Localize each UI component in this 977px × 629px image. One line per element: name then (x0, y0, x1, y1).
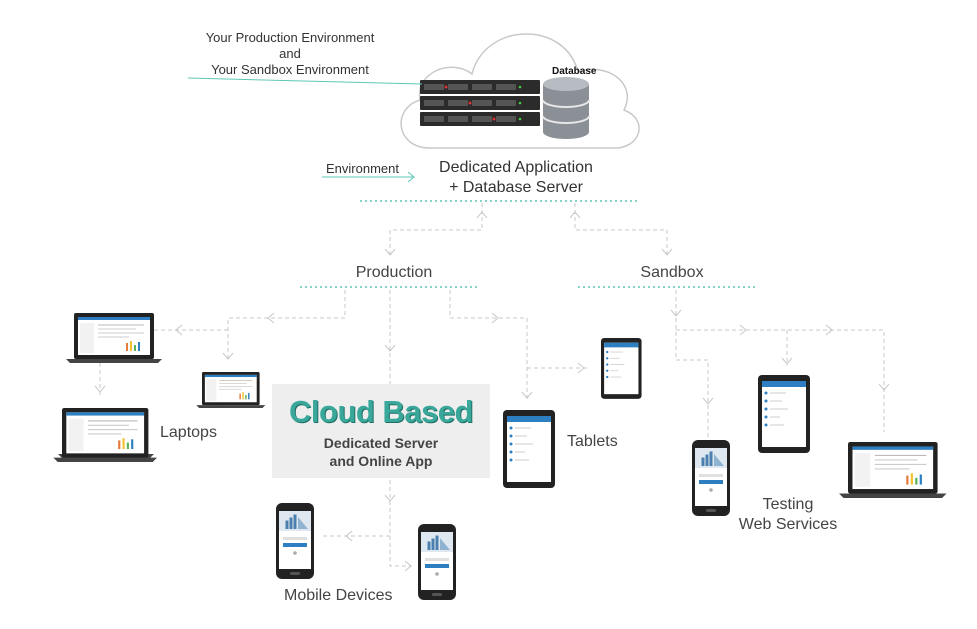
laptop-device (52, 407, 158, 463)
connector-arrows (94, 211, 890, 572)
environment-note-line: Your Production Environment (205, 30, 375, 45)
connector-lines (99, 203, 885, 567)
sandbox-label: Sandbox (640, 264, 704, 281)
database-label: Database (552, 66, 597, 77)
testing-label: Testing Web Services (726, 495, 850, 535)
phone-device (691, 439, 731, 517)
server-title-line1: Dedicated Application (439, 159, 593, 176)
environment-note: Your Production Environment and Your San… (170, 30, 410, 78)
phone-device (275, 502, 315, 580)
laptop-device (65, 312, 163, 364)
tablet-device (502, 409, 556, 489)
environment-note-line: Your Sandbox Environment (211, 62, 369, 77)
cloud-based-subtitle: Dedicated Server and Online App (272, 434, 490, 470)
laptops-label: Laptops (160, 424, 217, 441)
tablets-label: Tablets (567, 433, 618, 450)
testing-label-line2: Web Services (738, 516, 838, 533)
tablet-device (600, 337, 642, 400)
production-label: Production (355, 264, 433, 281)
cloud-based-box: Cloud Based Dedicated Server and Online … (272, 384, 490, 478)
testing-label-line1: Testing (762, 496, 814, 513)
laptop-device (195, 371, 266, 409)
cloud-based-title: Cloud Based (289, 394, 473, 429)
cloud-based-subtitle-line2: and Online App (329, 453, 433, 469)
phone-device (417, 523, 457, 601)
environment-label: Environment (326, 161, 399, 176)
database-icon (542, 77, 590, 139)
env-pointer-line (187, 77, 423, 85)
server-title-line2: + Database Server (449, 179, 583, 196)
cloud-based-subtitle-line1: Dedicated Server (323, 435, 439, 451)
environment-note-line: and (279, 46, 301, 61)
tablet-device (757, 374, 811, 454)
server-title: Dedicated Application + Database Server (404, 158, 628, 198)
mobile-devices-label: Mobile Devices (284, 587, 393, 604)
server-rack (420, 80, 540, 126)
laptop-device (838, 441, 948, 499)
